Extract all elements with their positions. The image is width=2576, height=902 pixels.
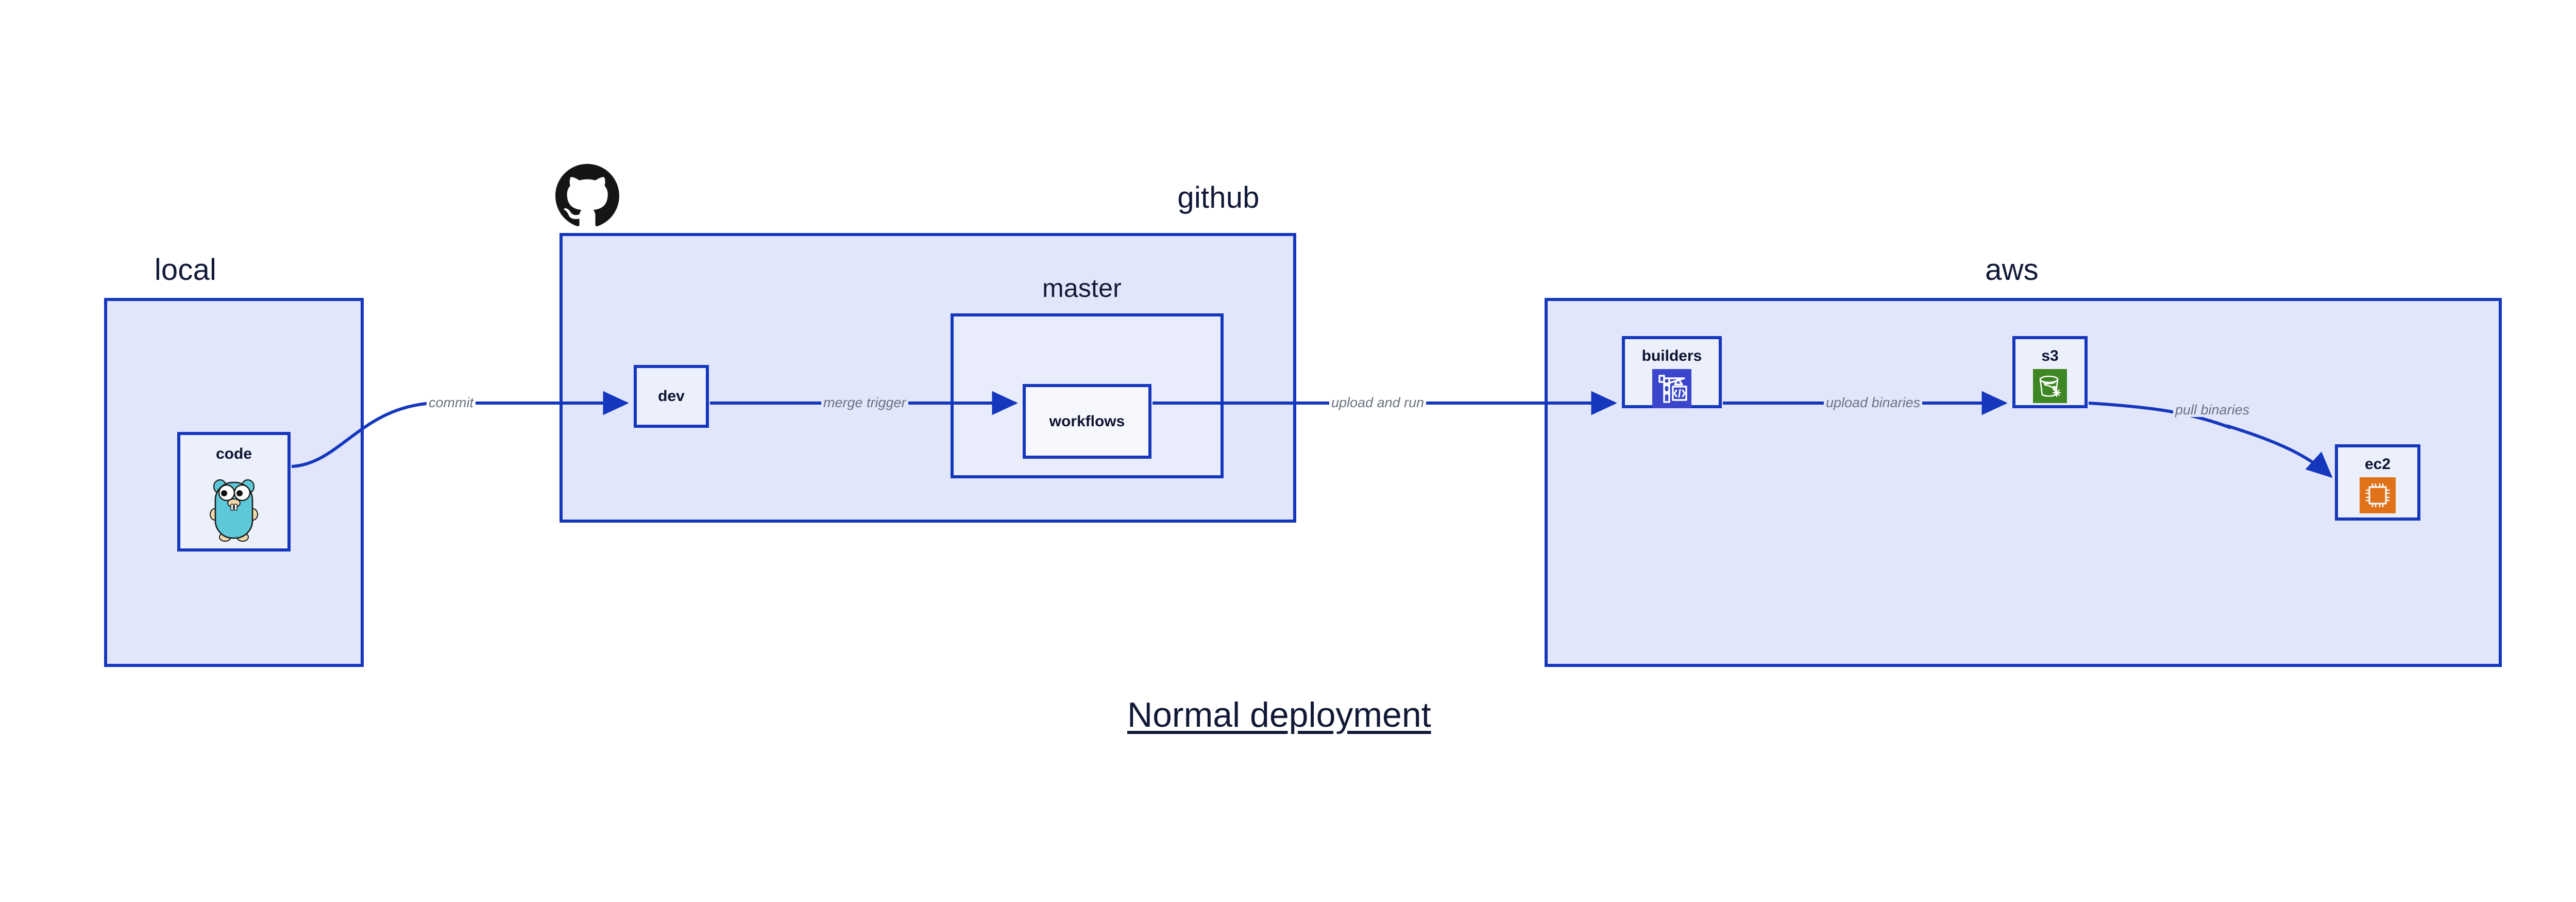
group-label-aws: aws bbox=[1985, 253, 2039, 287]
node-label-dev: dev bbox=[658, 388, 685, 405]
node-s3[interactable]: s3 bbox=[2012, 336, 2088, 408]
node-ec2[interactable]: ec2 bbox=[2335, 444, 2420, 521]
node-label-workflows: workflows bbox=[1049, 412, 1125, 430]
node-builders[interactable]: builders bbox=[1622, 336, 1722, 408]
edge-label-commit: commit bbox=[427, 396, 476, 410]
aws-s3-bucket-icon bbox=[2033, 369, 2067, 403]
go-gopher-icon bbox=[208, 472, 260, 542]
edge-label-upload-binaries: upload binaries bbox=[1824, 396, 1923, 410]
node-label-ec2: ec2 bbox=[2364, 456, 2391, 473]
edge-label-merge-trigger: merge trigger bbox=[821, 396, 908, 410]
node-label-s3: s3 bbox=[2041, 347, 2059, 364]
page-title: Normal deployment bbox=[1127, 695, 1431, 734]
edge-label-pull-binaries: pull binaries bbox=[2173, 403, 2252, 417]
subgroup-label-master: master bbox=[1042, 274, 1122, 303]
node-workflows[interactable]: workflows bbox=[1023, 384, 1151, 459]
edge-label-upload-and-run: upload and run bbox=[1329, 396, 1427, 410]
node-label-code: code bbox=[215, 445, 252, 462]
node-dev[interactable]: dev bbox=[634, 365, 709, 428]
github-octocat-icon bbox=[555, 164, 619, 228]
aws-crane-code-icon bbox=[1652, 369, 1691, 408]
node-label-builders: builders bbox=[1641, 347, 1702, 364]
group-label-github: github bbox=[1177, 181, 1260, 214]
node-code[interactable]: code bbox=[177, 432, 291, 552]
group-label-local: local bbox=[154, 253, 217, 287]
aws-ec2-chip-icon bbox=[2360, 477, 2396, 513]
